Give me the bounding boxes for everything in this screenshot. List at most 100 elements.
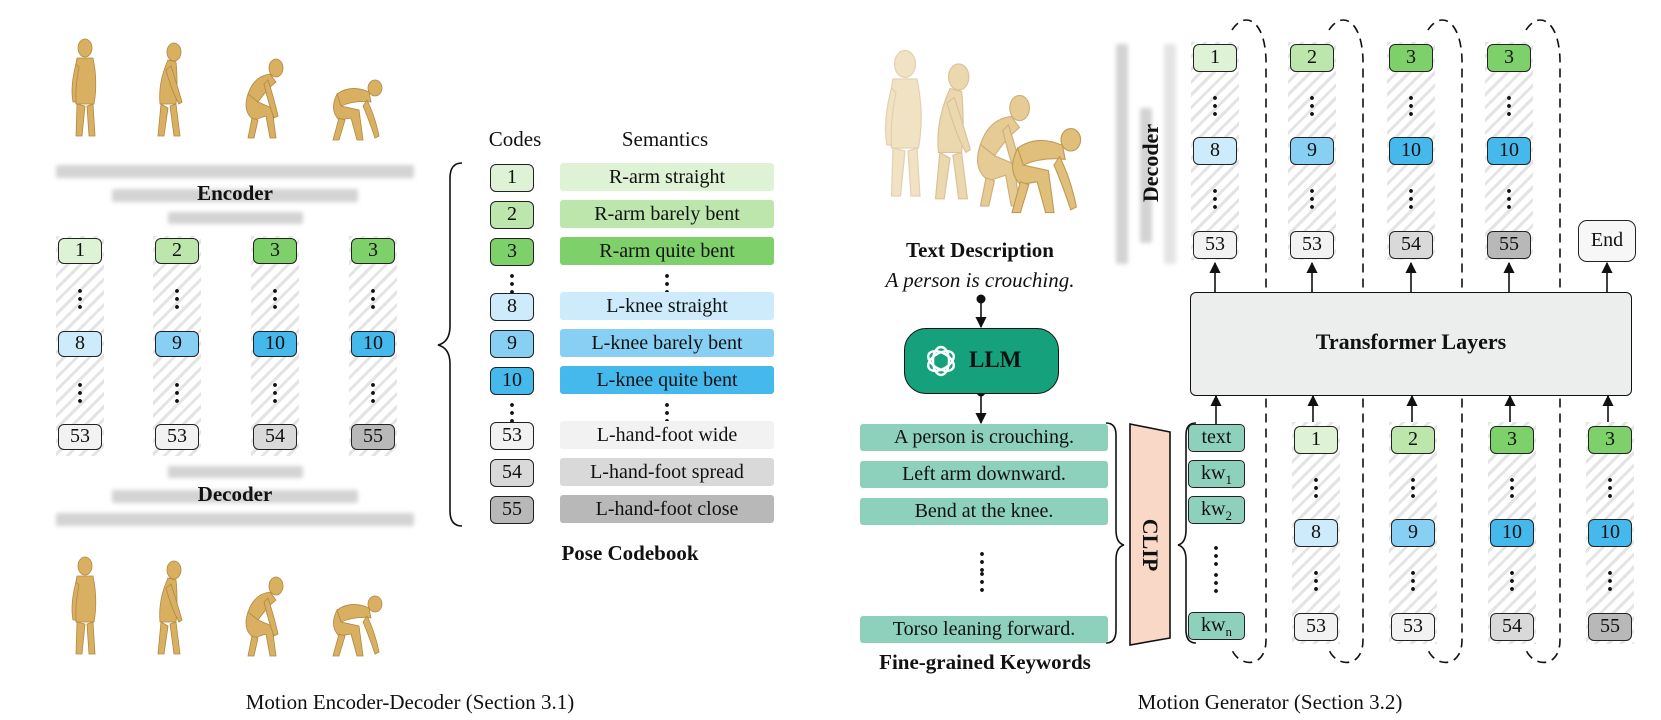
ellipsis: ··· [368,373,377,415]
ellipsis: ··· [977,562,986,604]
codebook-semantic: L-knee straight [560,292,774,320]
ellipsis: ··· [1504,179,1513,221]
in-token: 3 [1490,426,1534,454]
codebook-semantic: L-hand-foot spread [560,458,774,486]
in-token: 54 [1490,613,1534,641]
semantics-header: Semantics [621,127,709,151]
in-token: 10 [1588,519,1632,547]
out-token: 10 [1389,137,1433,165]
ellipsis: ··· [1211,536,1220,578]
ellipsis: ··· [1311,561,1320,603]
llm-label: LLM [969,347,1022,372]
clip-label: CLIP [1138,518,1163,572]
keywords-brace [1105,422,1125,644]
codebook-code: 9 [490,330,534,358]
autoregressive-loops [1231,19,1561,664]
end-token: End [1578,220,1636,262]
ellipsis: ··· [1210,179,1219,221]
llm-box: LLM [904,328,1059,394]
left-token: 10 [253,331,297,357]
codebook-semantic: R-arm barely bent [560,200,774,228]
codebook-code: 53 [490,422,534,450]
codebook-code: 55 [490,496,534,524]
transformer-label: Transformer Layers [1315,329,1507,354]
out-token: 54 [1389,231,1433,259]
in-token: 3 [1588,426,1632,454]
out-token: 10 [1487,137,1531,165]
ellipsis: ··· [977,542,986,584]
text-description: A person is crouching. [885,268,1075,292]
ellipsis: ··· [1311,468,1320,510]
ellipsis: ··· [270,279,279,321]
codebook-title: Pose Codebook [561,541,699,565]
ellipsis: ··· [172,279,181,321]
gen-decoder-label: Decoder [1138,123,1163,203]
codebook-semantic: R-arm quite bent [560,237,774,265]
in-token: 55 [1588,613,1632,641]
decoder-output-bar [56,513,414,526]
left-token: 53 [155,424,199,450]
kw-token-1: kw1 [1188,460,1245,488]
encoder-label: Encoder [197,181,273,205]
openai-logo-icon [927,345,955,377]
ellipsis: ··· [1210,86,1219,128]
encoder-bar [112,189,358,202]
in-token: 10 [1490,519,1534,547]
in-token: 2 [1391,426,1435,454]
out-token: 3 [1389,44,1433,72]
out-token: 2 [1290,44,1334,72]
decoder-input-bar [168,466,303,478]
ellipsis: ··· [1408,468,1417,510]
ellipsis: ··· [1605,561,1614,603]
in-token: 1 [1294,426,1338,454]
in-token: 53 [1294,613,1338,641]
ellipsis: ··· [368,279,377,321]
codes-header: Codes [488,127,542,151]
in-token: 8 [1294,519,1338,547]
out-token: 53 [1193,231,1237,259]
text-description-figures [884,49,1082,214]
left-token: 2 [155,238,199,264]
left-token: 3 [351,238,395,264]
ellipsis: ··· [1605,468,1614,510]
encoder-input-figures [71,38,383,141]
kw-token-n: kwn [1188,612,1245,640]
ellipsis: ··· [1507,468,1516,510]
in-token: 9 [1391,519,1435,547]
out-token: 53 [1290,231,1334,259]
text-token: text [1188,424,1245,452]
decoder-label: Decoder [197,482,273,506]
ellipsis: ··· [1211,563,1220,605]
keyword-box: Bend at the knee. [860,498,1108,525]
gen-decoder-bar-1 [1116,44,1128,264]
codebook-code: 2 [490,201,534,229]
codebook-semantic: L-knee quite bent [560,366,774,394]
left-token: 53 [58,424,102,450]
codebook-semantic: L-hand-foot wide [560,421,774,449]
kw-token-2: kw2 [1188,496,1245,524]
ellipsis: ··· [1406,86,1415,128]
codebook-semantic: L-knee barely bent [560,329,774,357]
keyword-box: Torso leaning forward. [860,616,1108,643]
codebook-brace [437,162,463,527]
gen-decoder-bar-2 [1140,108,1152,243]
out-token: 9 [1290,137,1334,165]
encoder-output-bar [168,212,303,224]
left-token: 8 [58,331,102,357]
ellipsis: ··· [1307,179,1316,221]
ellipsis: ··· [1507,561,1516,603]
in-token: 53 [1391,613,1435,641]
codebook-semantic: L-hand-foot close [560,495,774,523]
ellipsis: ··· [1504,86,1513,128]
codebook-code: 3 [490,238,534,266]
codebook-code: 10 [490,367,534,395]
ellipsis: ··· [1408,561,1417,603]
left-token: 54 [253,424,297,450]
gen-decoder-bar-3 [1164,44,1176,264]
text-description-title: Text Description [906,238,1054,262]
out-token: 8 [1193,137,1237,165]
codebook-code: 1 [490,164,534,192]
codebook-semantic: R-arm straight [560,163,774,191]
out-token: 55 [1487,231,1531,259]
